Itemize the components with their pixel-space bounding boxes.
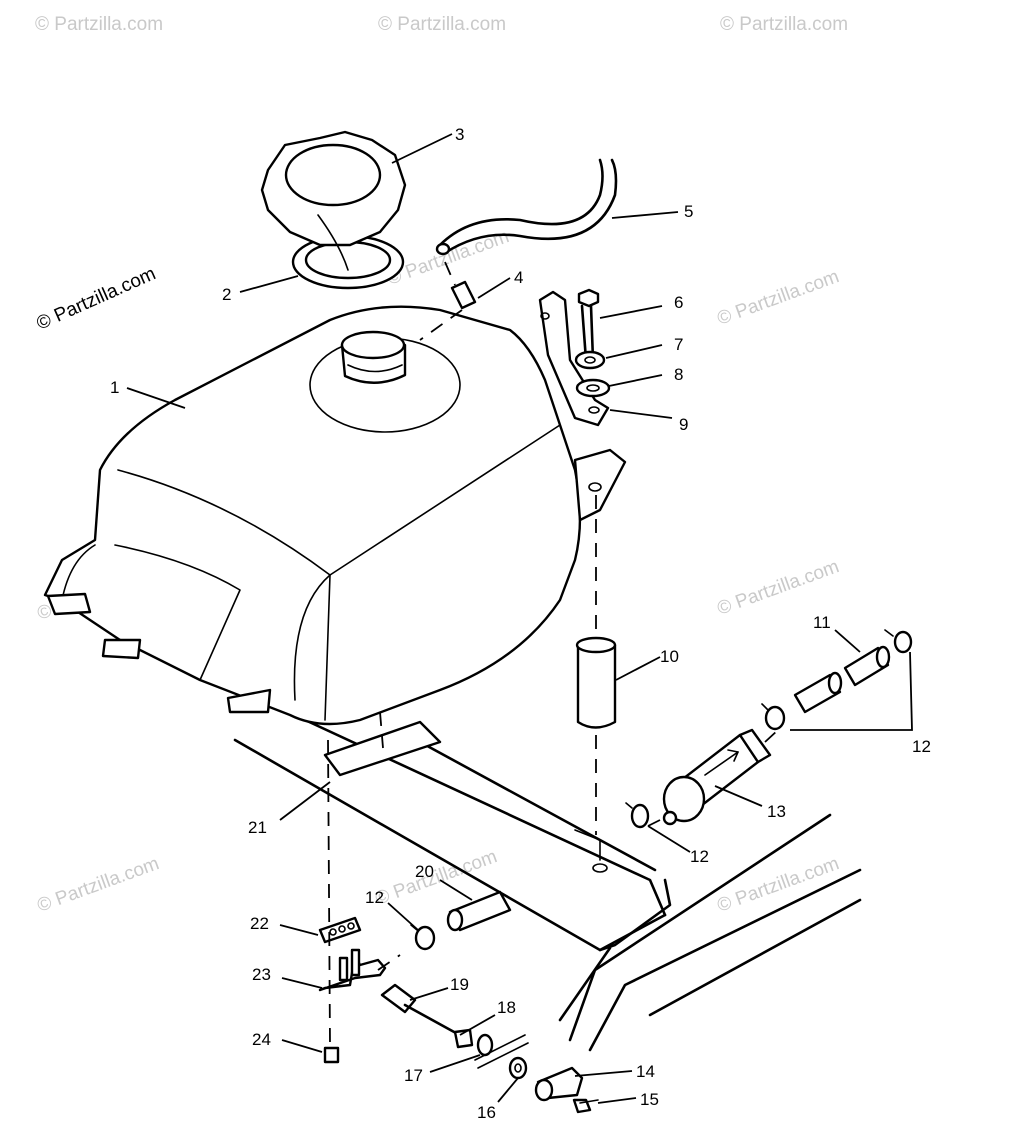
frame: [233, 718, 862, 1052]
callout-4: 4: [514, 268, 523, 287]
callout-2: 2: [222, 285, 231, 304]
watermark: © Partzilla.com: [35, 853, 162, 917]
fuel-hose: [446, 645, 891, 932]
callout-12: 12: [912, 737, 931, 756]
callout-5: 5: [684, 202, 693, 221]
bracket-assembly: [538, 288, 611, 650]
callout-16: 16: [477, 1103, 496, 1122]
watermark-primary: © Partzilla.com: [33, 263, 159, 334]
callout-17: 17: [404, 1066, 423, 1085]
callout-12: 12: [690, 847, 709, 866]
callout-1: 1: [110, 378, 119, 397]
callout-15: 15: [640, 1090, 659, 1109]
callout-11: 11: [813, 613, 831, 632]
watermark: © Partzilla.com: [35, 14, 163, 35]
watermark: © Partzilla.com: [378, 14, 506, 35]
tank-pad: [323, 711, 442, 777]
spacer: [575, 636, 617, 835]
fuel-filter: [647, 728, 779, 827]
watermark: © Partzilla.com: [720, 14, 848, 35]
fuel-valve: [318, 739, 529, 1069]
callout-9: 9: [679, 415, 688, 434]
leader-lines: [126, 133, 913, 1104]
callout-18: 18: [497, 998, 516, 1017]
callout-24: 24: [252, 1030, 271, 1049]
callout-22: 22: [250, 914, 269, 933]
callout-19: 19: [450, 975, 469, 994]
callout-labels: 1 2 3 4 5 6 7 8 9 10 11 12 12 12 13 14 1…: [110, 125, 931, 1122]
vent-fitting: [419, 261, 477, 341]
callout-8: 8: [674, 365, 683, 384]
fuel-tank: [43, 305, 627, 726]
callout-23: 23: [252, 965, 271, 984]
callout-6: 6: [674, 293, 683, 312]
hose-clamps: [410, 629, 913, 951]
vent-hose: [435, 158, 618, 256]
callout-21: 21: [248, 818, 267, 837]
callout-3: 3: [455, 125, 464, 144]
callout-14: 14: [636, 1062, 655, 1081]
callout-10: 10: [660, 647, 679, 666]
watermark: © Partzilla.com: [715, 556, 842, 620]
valve-knob: [508, 1056, 599, 1114]
gas-cap: [260, 130, 407, 290]
callout-20: 20: [415, 862, 434, 881]
callout-7: 7: [674, 335, 683, 354]
watermark: © Partzilla.com: [715, 853, 842, 917]
callout-12: 12: [365, 888, 384, 907]
watermark: © Partzilla.com: [715, 266, 842, 330]
callout-13: 13: [767, 802, 786, 821]
